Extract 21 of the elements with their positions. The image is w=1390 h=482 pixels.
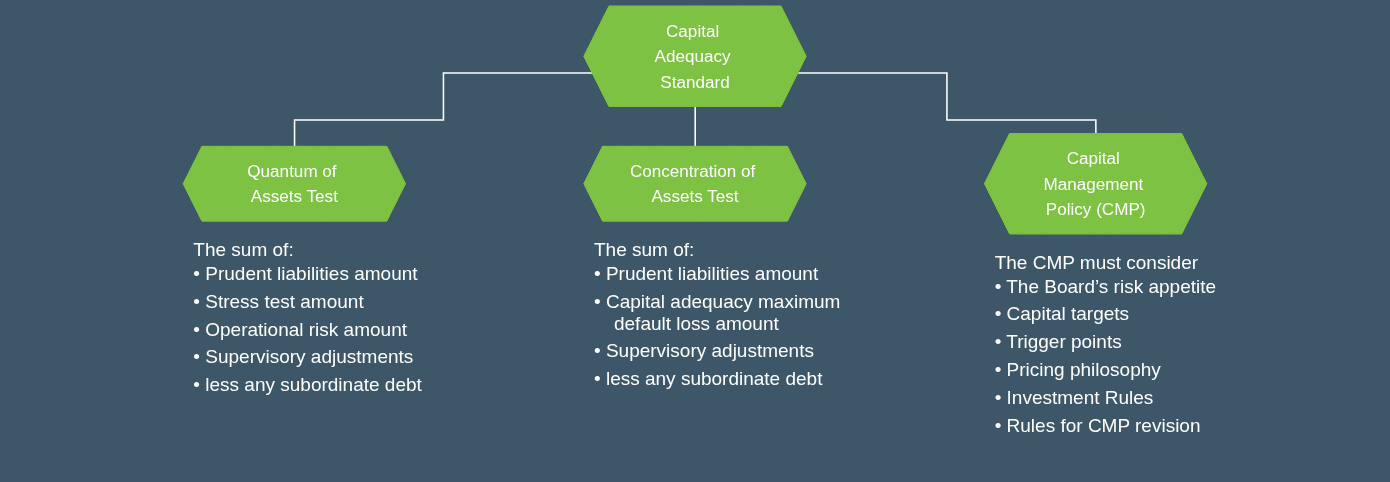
bullet-item: • The Board’s risk appetite xyxy=(994,275,1218,298)
bullet-item: • Stress test amount xyxy=(193,290,365,313)
connector xyxy=(293,72,594,148)
list-heading: The CMP must consider xyxy=(994,251,1199,273)
bullet-item: • Operational risk amount xyxy=(193,318,408,341)
list-heading: The sum of: xyxy=(594,238,695,260)
bullet-item: • Prudent liabilities amount xyxy=(193,262,419,285)
list-heading: The sum of: xyxy=(193,238,294,260)
bullet-item: • Investment Rules xyxy=(994,387,1155,409)
bullet-item: • Capital targets xyxy=(994,303,1131,326)
connector xyxy=(797,72,1097,135)
connector xyxy=(694,106,697,148)
bullet-item: • less any subordinate debt xyxy=(594,368,824,391)
bullet-item: • Prudent liabilities amount xyxy=(594,262,820,285)
bullet-item: • less any subordinate debt xyxy=(193,374,423,397)
bullet-item: • Supervisory adjustments xyxy=(193,346,415,369)
bullet-item: • Pricing philosophy xyxy=(994,359,1162,381)
bullet-item: • Rules for CMP revision xyxy=(994,414,1202,437)
bullet-item: • Trigger points xyxy=(994,331,1123,354)
bullet-item: • Capital adequacy maximum default loss amount xyxy=(594,290,842,335)
bullet-item: • Supervisory adjustments xyxy=(594,340,815,363)
